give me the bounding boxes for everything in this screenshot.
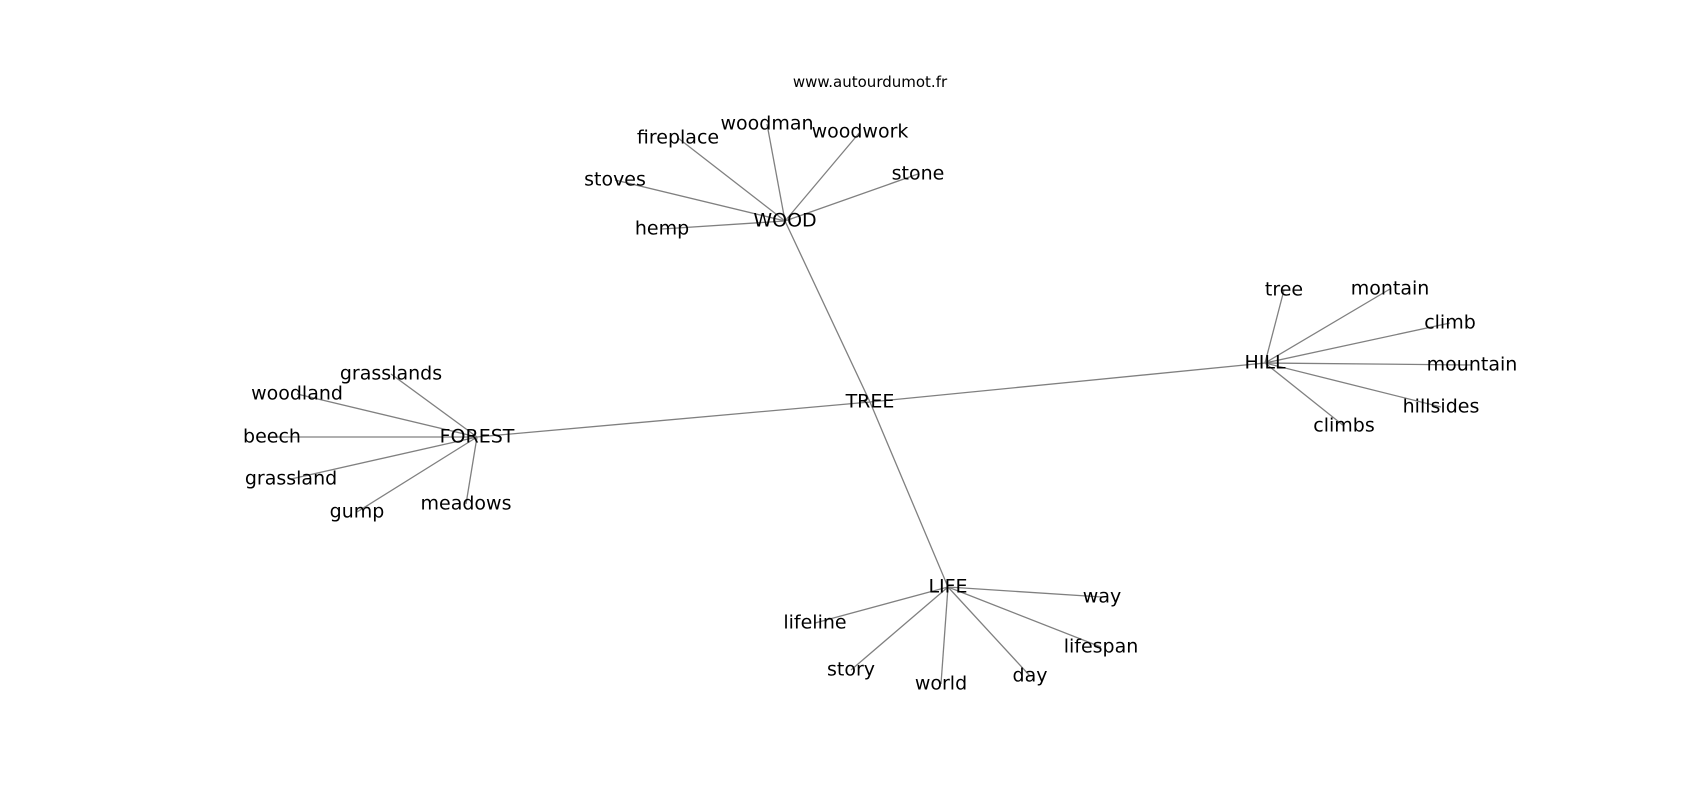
edge-life-life_world [940,586,949,685]
edge-life-life_lifeline [814,586,949,624]
edge-wood-wood_woodman [766,123,786,222]
node-hill: HILL [1244,352,1285,374]
edge-tree-hill [869,362,1266,403]
node-hill-climbs: climbs [1313,415,1374,437]
node-wood: WOOD [753,210,816,232]
edge-life-life_way [947,586,1103,598]
node-wood-fireplace: fireplace [637,127,719,149]
edge-wood-wood_woodwork [784,131,861,222]
node-hill-mountain: mountain [1427,354,1518,376]
node-life-lifespan: lifespan [1064,636,1139,658]
edges [272,123,1473,685]
node-forest-beech: beech [243,426,301,448]
node-wood-woodwork: woodwork [812,121,909,143]
edge-life-life_story [850,586,949,671]
edge-forest-forest_woodland [296,393,478,438]
edge-hill-hill_mountain [1264,362,1473,366]
edge-forest-forest_grasslands [390,373,478,438]
node-wood-stoves: stoves [584,169,646,191]
node-life-story: story [827,659,875,681]
edge-hill-hill_montain [1264,288,1391,364]
edge-hill-hill_hillsides [1264,362,1442,408]
node-life-lifeline: lifeline [783,612,846,634]
node-life-way: way [1083,586,1121,608]
edge-hill-hill_climbs [1264,362,1345,427]
node-forest: FOREST [440,426,515,448]
node-hill-hillsides: hillsides [1403,396,1480,418]
edge-hill-hill_tree [1264,289,1285,364]
edge-wood-wood_stoves [614,179,786,222]
edge-tree-forest [476,401,871,438]
edge-hill-hill_climb [1264,322,1451,364]
node-forest-meadows: meadows [421,493,512,515]
nodes: TREE WOOD HILL FOREST LIFE fireplace woo… [243,113,1517,695]
node-forest-gump: gump [330,501,385,523]
source-watermark: www.autourdumot.fr [793,73,948,91]
edge-forest-forest_grassland [290,436,478,480]
node-wood-woodman: woodman [720,113,813,135]
node-life-day: day [1013,665,1048,687]
node-wood-stone: stone [892,163,945,185]
edge-forest-forest_gump [356,436,478,513]
node-forest-grasslands: grasslands [340,363,442,385]
node-hill-climb: climb [1424,312,1476,334]
edge-tree-wood [784,220,871,403]
edge-forest-forest_meadows [465,436,478,505]
node-wood-hemp: hemp [635,218,689,240]
node-life-world: world [915,673,967,695]
node-hill-montain: montain [1351,278,1430,300]
node-life: LIFE [928,576,967,598]
node-forest-grassland: grassland [245,468,337,490]
edge-wood-wood_fireplace [677,137,786,222]
edge-tree-life [869,401,949,588]
node-forest-woodland: woodland [251,383,343,405]
edge-life-life_lifespan [947,586,1102,648]
node-tree: TREE [845,391,895,413]
edge-wood-wood_hemp [661,220,786,230]
node-hill-tree: tree [1265,279,1303,301]
edge-wood-wood_stone [784,173,919,222]
edge-life-life_day [947,586,1031,677]
